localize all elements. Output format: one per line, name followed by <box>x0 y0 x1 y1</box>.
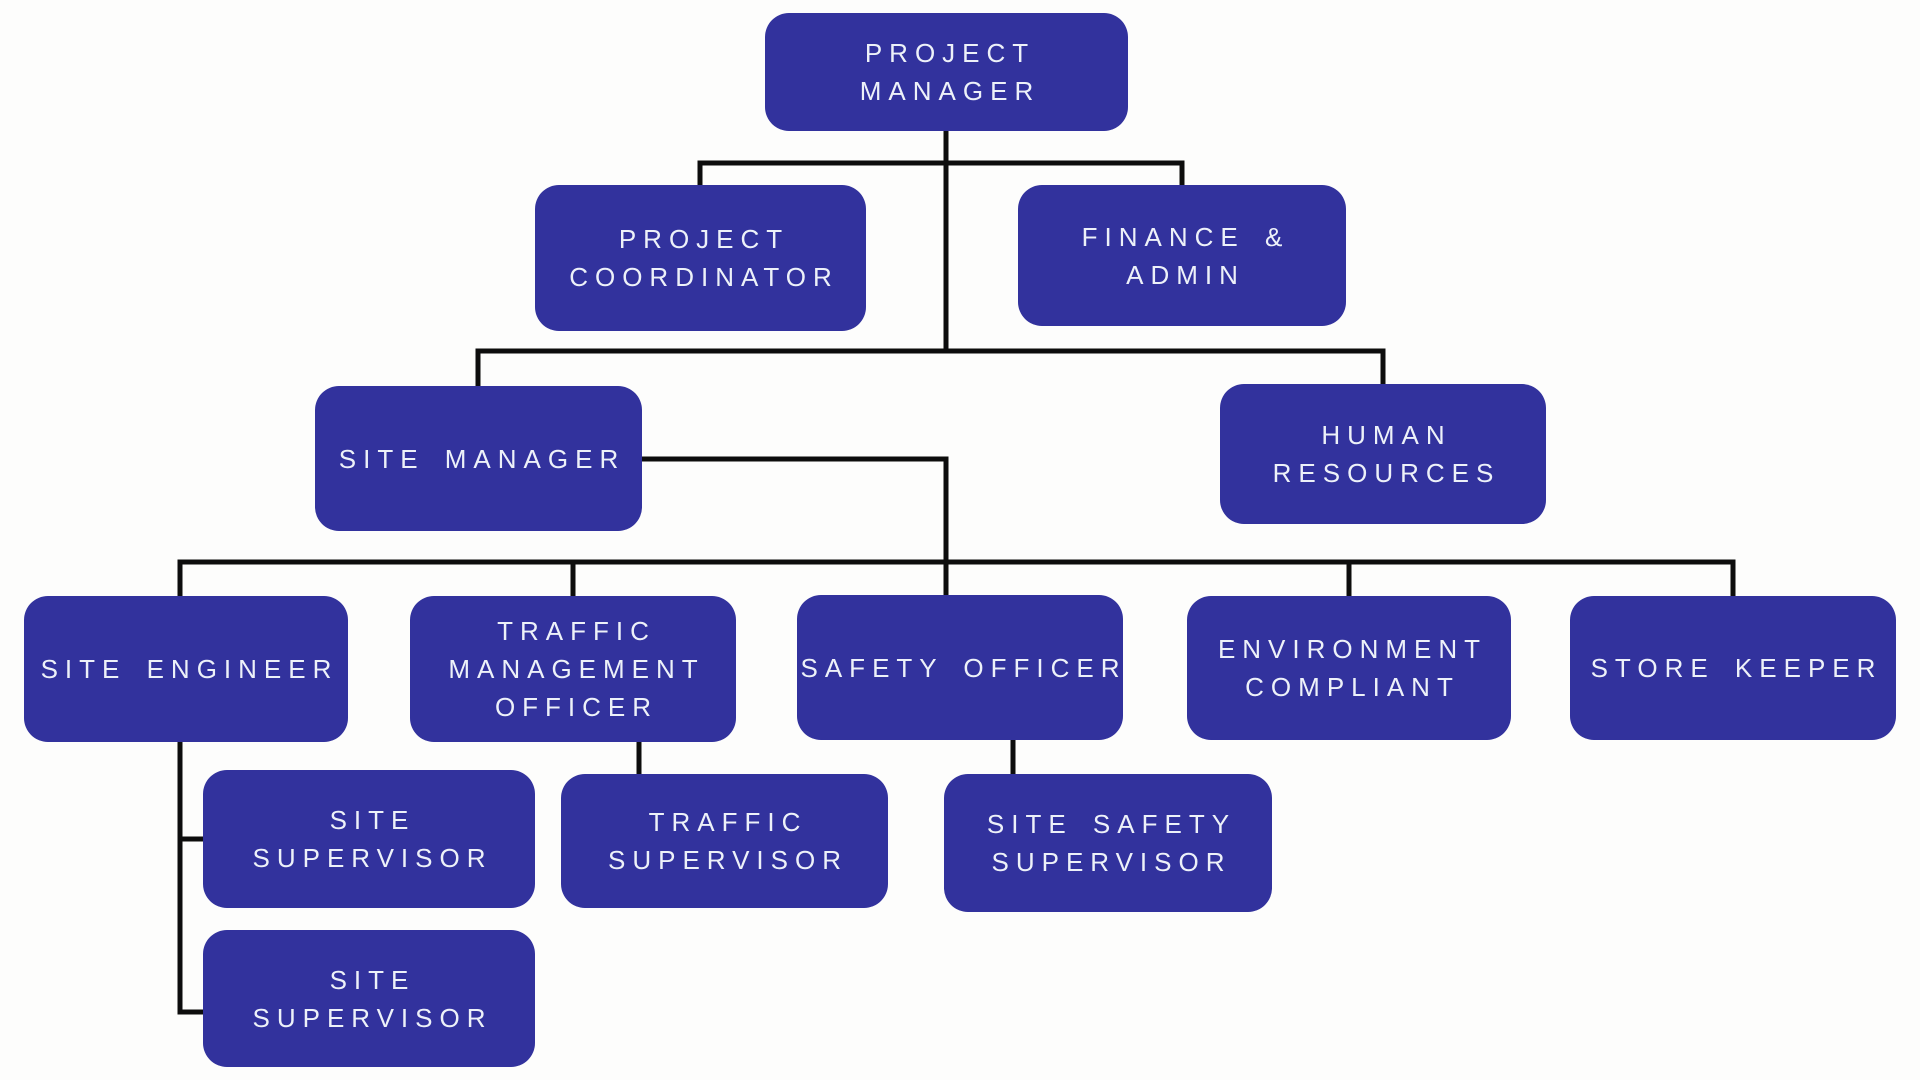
org-node-label-line: ADMIN <box>1126 259 1245 290</box>
org-node-environment-compliant: ENVIRONMENT COMPLIANT <box>1187 596 1511 740</box>
org-node-label-line: SITE ENGINEER <box>40 654 339 684</box>
org-node-traffic-supervisor: TRAFFIC SUPERVISOR <box>561 774 888 908</box>
org-node-label-line: HUMAN <box>1321 420 1452 450</box>
org-node-project-manager: PROJECT MANAGER <box>765 13 1128 131</box>
org-node-label-line: SAFETY OFFICER <box>800 652 1127 683</box>
org-node-label-line: SITE MANAGER <box>338 443 626 474</box>
org-node-label-line: FINANCE & <box>1081 221 1290 252</box>
org-node-label-line: MANAGER <box>859 76 1041 106</box>
org-node-site-manager: SITE MANAGER <box>315 386 642 531</box>
org-node-label-line: SUPERVISOR <box>607 845 848 875</box>
org-node-label-line: SUPERVISOR <box>252 1002 493 1033</box>
org-node-label-line: SITE SAFETY <box>986 809 1237 839</box>
org-node-site-safety-supervisor: SITE SAFETY SUPERVISOR <box>944 774 1272 912</box>
org-node-label-line: PROJECT <box>618 224 790 254</box>
org-node-label-line: SITE <box>329 805 416 835</box>
org-node-traffic-management-officer: TRAFFIC MANAGEMENT OFFICER <box>410 596 736 742</box>
connector-site-engineer-rail <box>177 738 206 1015</box>
org-node-label-line: RESOURCES <box>1272 458 1501 488</box>
org-node-label-line: SITE <box>329 964 416 995</box>
connector-bus-level3 <box>475 348 1386 390</box>
org-node-label-line: OFFICER <box>494 692 659 722</box>
org-node-label-line: COORDINATOR <box>569 262 839 292</box>
connector-bus-level4 <box>177 559 1736 600</box>
org-node-site-engineer: SITE ENGINEER <box>24 596 348 742</box>
org-node-label-line: COMPLIANT <box>1245 672 1460 702</box>
org-node-label-line: TRAFFIC <box>648 807 808 837</box>
org-node-project-coordinator: PROJECT COORDINATOR <box>535 185 866 331</box>
org-node-store-keeper: STORE KEEPER <box>1570 596 1896 740</box>
org-node-site-supervisor-2: SITE SUPERVISOR <box>203 930 535 1067</box>
org-node-safety-officer: SAFETY OFFICER <box>797 595 1123 740</box>
org-node-label-line: SUPERVISOR <box>991 847 1232 877</box>
org-node-label-line: ENVIRONMENT <box>1217 634 1488 664</box>
org-node-site-supervisor-1: SITE SUPERVISOR <box>203 770 535 908</box>
connector-site-manager-feed <box>638 456 949 600</box>
connector-bus-level2 <box>697 160 1185 190</box>
org-node-finance-admin: FINANCE & ADMIN <box>1018 185 1346 326</box>
org-node-label-line: SUPERVISOR <box>252 843 493 873</box>
org-node-label-line: TRAFFIC <box>497 616 656 646</box>
org-node-human-resources: HUMAN RESOURCES <box>1220 384 1546 524</box>
org-node-label-line: MANAGEMENT <box>448 654 705 684</box>
org-node-label-line: STORE KEEPER <box>1590 653 1883 683</box>
org-node-label-line: PROJECT <box>864 38 1036 68</box>
